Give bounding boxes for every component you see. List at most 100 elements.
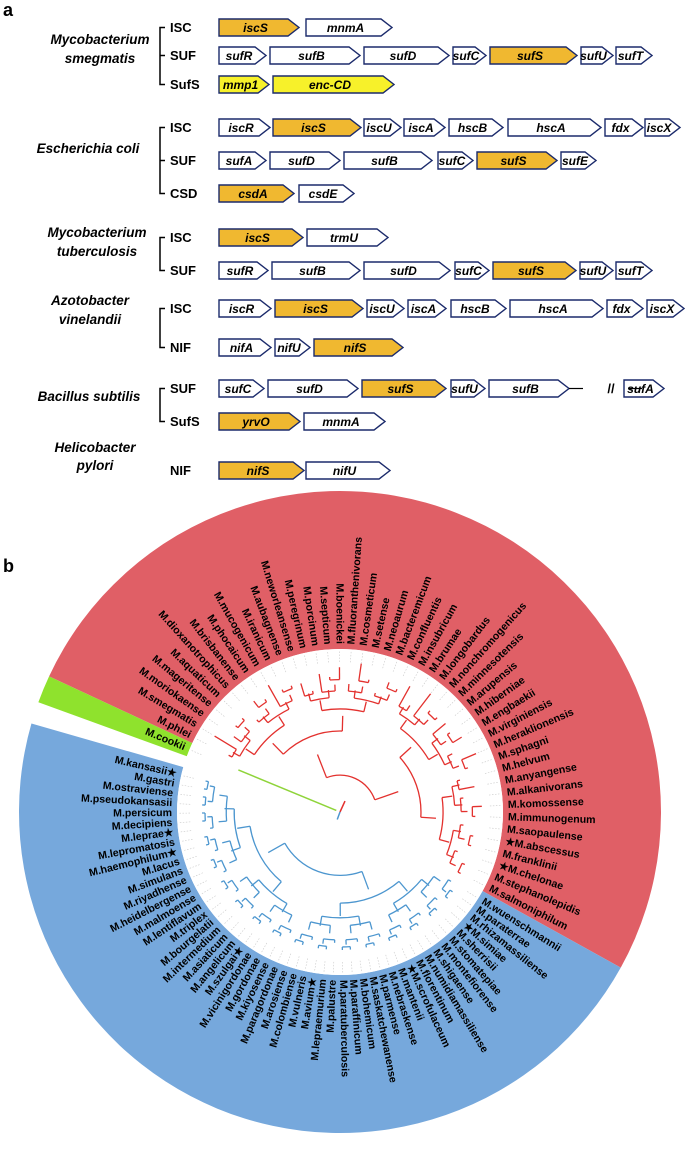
- tree-branch: [452, 736, 463, 744]
- tree-arc: [323, 938, 335, 941]
- leaf-leader: [382, 657, 387, 669]
- gene-label: sufB: [298, 49, 325, 63]
- gene-label: sufC: [439, 154, 466, 168]
- leaf-leader: [371, 654, 375, 666]
- tree-arc: [318, 944, 327, 947]
- tree-branch: [267, 842, 286, 854]
- gene-label: iscX: [647, 121, 673, 135]
- leaf-leader: [315, 652, 318, 664]
- system-label: SUF: [170, 263, 196, 278]
- tree-arc: [211, 786, 216, 802]
- leaf-label: M.komossense: [508, 796, 584, 811]
- leaf-leader: [481, 759, 493, 764]
- leaf-leader: [417, 940, 424, 950]
- organism-name: Mycobacterium: [47, 225, 146, 240]
- gene-arrow-sufA: [623, 379, 666, 398]
- tree-branch: [363, 701, 367, 712]
- tree-arc: [214, 838, 219, 850]
- tree-branch: [468, 844, 472, 847]
- gene-arrow-sufC: [452, 46, 488, 65]
- tree-branch: [398, 686, 411, 707]
- tree-branch: [294, 939, 297, 943]
- tree-arc: [267, 708, 290, 724]
- leaf-leader: [439, 691, 448, 701]
- gene-label: sufB: [512, 382, 539, 396]
- tree-branch: [420, 891, 428, 898]
- leaf-leader: [393, 951, 399, 963]
- tree-branch: [461, 753, 477, 761]
- leaf-leader: [314, 960, 317, 972]
- tree-branch: [353, 690, 356, 699]
- gene-arrow-hscB: [448, 118, 505, 137]
- tree-arc: [282, 730, 343, 755]
- system-label: ISC: [170, 301, 192, 316]
- gene-arrow-iscS: [274, 299, 365, 318]
- tree-arc: [400, 727, 430, 760]
- tree-arc: [310, 697, 330, 702]
- tree-arc: [446, 734, 454, 743]
- gene-arrow-sufU: [579, 261, 615, 280]
- tree-branch: [453, 829, 462, 833]
- system-label: SufS: [170, 414, 200, 429]
- tree-branch: [214, 849, 219, 852]
- system-label: SufS: [170, 77, 200, 92]
- tree-branch: [272, 881, 282, 893]
- gene-arrow-sufS: [476, 151, 559, 170]
- tree-branch: [319, 916, 323, 926]
- organism-name: tuberculosis: [57, 244, 138, 259]
- tree-branch: [449, 889, 453, 893]
- tree-branch: [327, 689, 330, 698]
- leaf-leader: [281, 661, 287, 673]
- tree-branch: [237, 825, 251, 829]
- system-bracket: [159, 307, 165, 349]
- tree-branch: [258, 912, 263, 918]
- tree-arc: [399, 757, 422, 818]
- gene-label: iscS: [303, 302, 328, 316]
- leaf-label: M.immunogenum: [508, 811, 596, 826]
- leaf-leader: [401, 948, 407, 959]
- gene-arrow-sufU: [580, 46, 615, 65]
- gene-label: sufU: [580, 264, 607, 278]
- gene-label: sufS: [517, 49, 543, 63]
- leaf-leader: [250, 677, 258, 688]
- tree-branch: [239, 876, 247, 883]
- gene-label: sufT: [618, 264, 645, 278]
- tree-branch: [214, 735, 237, 750]
- leaf-leader: [438, 924, 447, 934]
- gene-arrow-iscA: [403, 118, 447, 137]
- leaf-label: M.septicum: [317, 586, 333, 645]
- tree-arc: [428, 907, 436, 914]
- clade-sector-green: [38, 676, 193, 757]
- gene-label: fdx: [613, 302, 632, 316]
- clade-sector-blue: [18, 723, 621, 1133]
- gene-arrow-sufR: [218, 261, 270, 280]
- gene-arrow-sufS: [489, 46, 579, 65]
- tree-branch: [374, 790, 399, 801]
- tree-arc: [258, 701, 267, 709]
- leaf-leader: [409, 944, 416, 955]
- tree-branch: [432, 723, 446, 735]
- tree-branch: [284, 701, 290, 710]
- leaf-leader: [402, 665, 409, 677]
- clade-sector-red: [49, 490, 662, 968]
- tree-branch: [358, 916, 362, 926]
- leaf-leader: [183, 847, 195, 851]
- leaf-leader: [286, 953, 292, 965]
- system-label: SUF: [170, 153, 196, 168]
- leaf-leader: [487, 781, 499, 785]
- tree-branch: [392, 903, 399, 913]
- leaf-leader: [206, 895, 216, 903]
- tree-arc: [204, 797, 207, 806]
- gene-arrow-sufT: [615, 261, 654, 280]
- leaf-leader: [451, 912, 460, 921]
- gene-label: hscB: [460, 302, 490, 316]
- tree-arc: [354, 697, 379, 705]
- tree-branch: [272, 742, 284, 755]
- tree-branch: [461, 862, 466, 866]
- tree-branch: [449, 862, 456, 867]
- leaf-leader: [412, 671, 419, 682]
- tree-branch: [278, 716, 285, 726]
